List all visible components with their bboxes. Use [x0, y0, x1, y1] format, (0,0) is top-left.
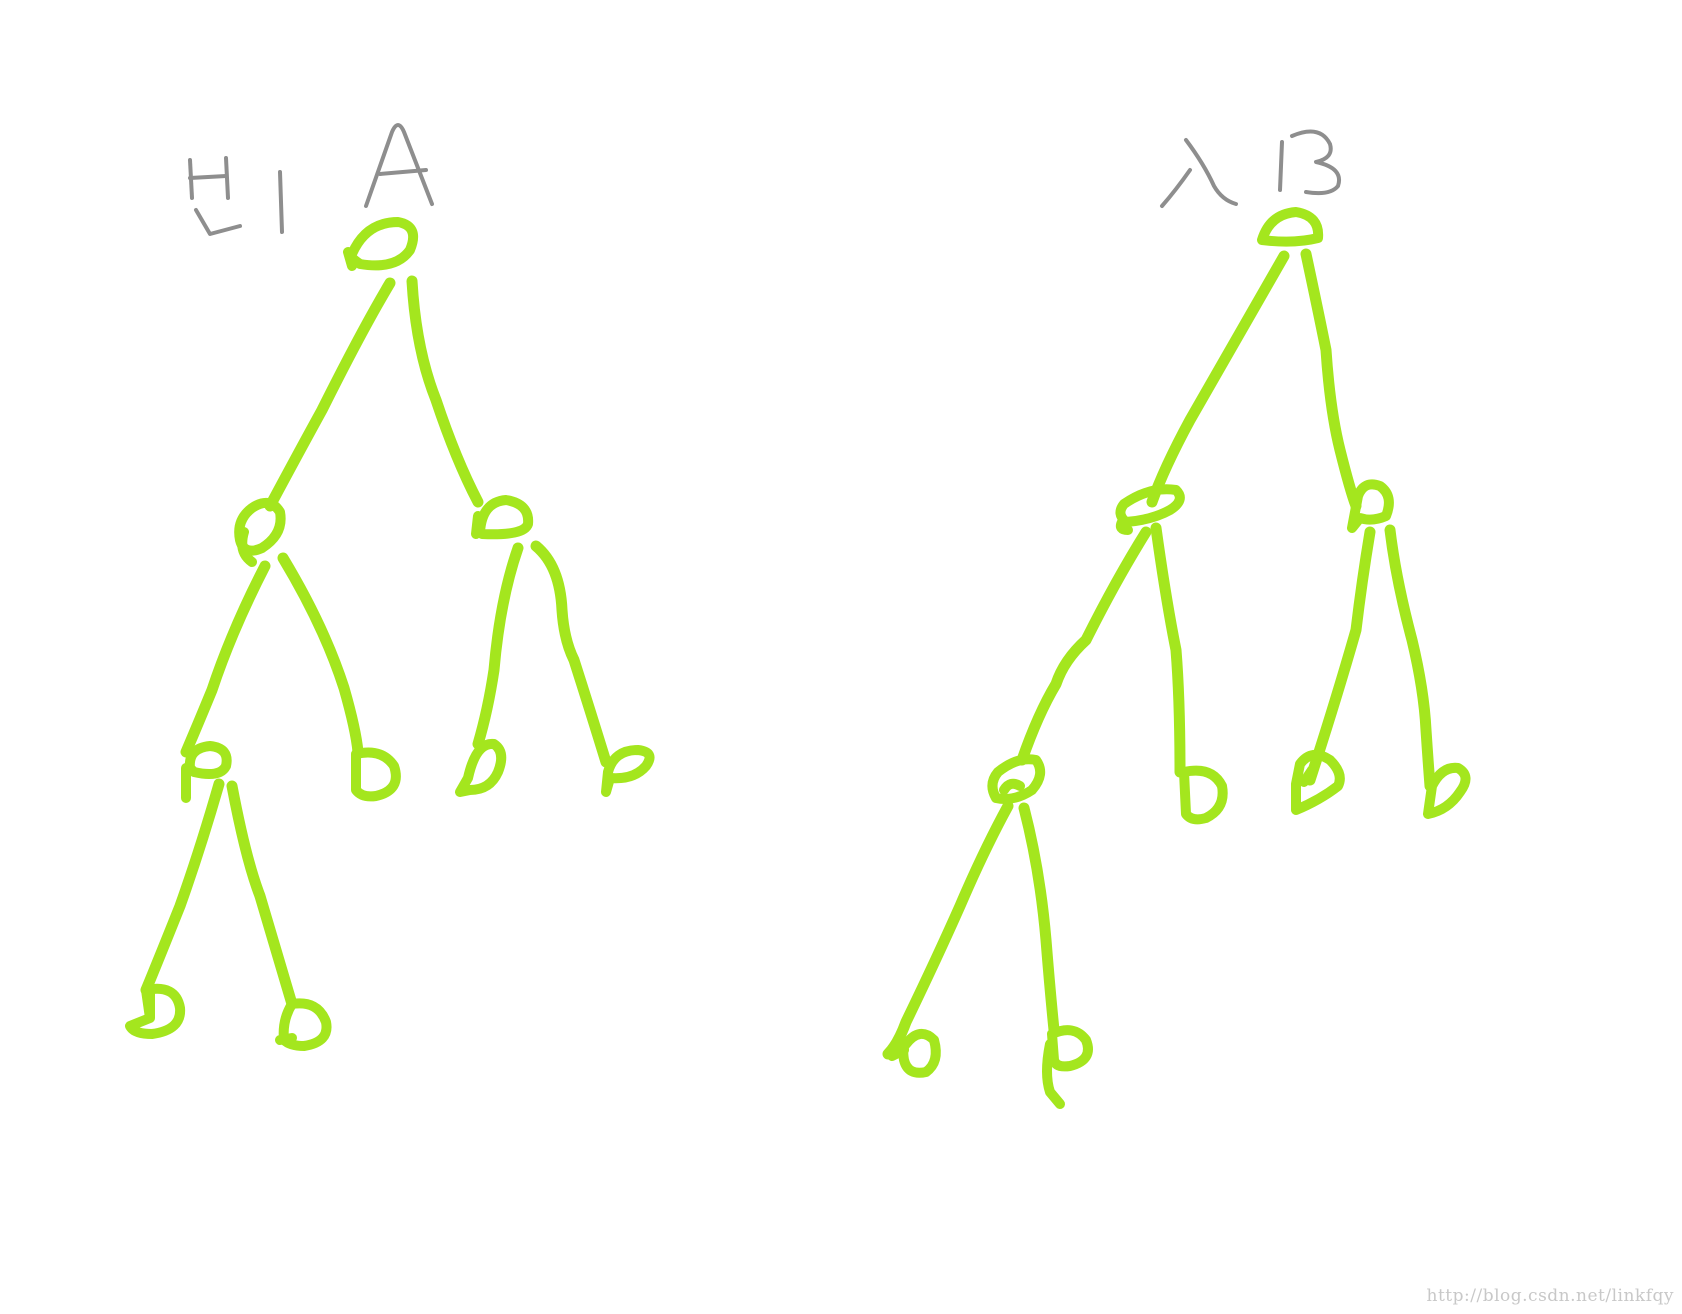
tree-b-edge-r-rl: [1304, 526, 1376, 786]
tree-a-node-r: [471, 495, 534, 540]
tree-b-node-root: [1257, 207, 1324, 247]
tree-a-edge-r-rl: [472, 542, 524, 750]
tree-b-node-r: [1347, 479, 1394, 533]
tree-a-node-l: [234, 497, 286, 567]
tree-b-node-l: [1115, 484, 1185, 535]
tree-a-node-root: [343, 217, 418, 271]
tree-a-glyph-label: [188, 156, 284, 236]
tree-a-node-llr: [275, 998, 332, 1051]
tree-a-edge-l-ll: [180, 560, 271, 758]
tree-b-edge-l-lr: [1150, 522, 1186, 778]
tree-b-node-rr: [1423, 762, 1471, 819]
tree-b-edge-ll-lll: [882, 800, 1014, 1060]
tree-b-edge-ll-llr: [1018, 802, 1060, 1036]
tree-b-edge-l-ll: [1016, 526, 1152, 766]
tree-b-glyph-label: [1160, 138, 1238, 208]
tree-a-node-lr: [351, 747, 401, 802]
tree-a-edge-r-rr: [530, 540, 612, 768]
tree-b: [882, 129, 1471, 1109]
watermark-url: http://blog.csdn.net/linkfqy: [1426, 1286, 1674, 1306]
tree-b-edge-root-right: [1300, 248, 1362, 512]
tree-a-edge-root-right: [406, 275, 484, 508]
tree-a-node-rl: [455, 738, 507, 797]
tree-a-edge-ll-lll: [140, 778, 225, 996]
tree-b-node-ll: [987, 754, 1046, 804]
tree-a-node-lll: [125, 983, 186, 1039]
tree-a-edge-root-left: [264, 277, 396, 512]
tree-a-edge-l-lr: [277, 552, 364, 758]
tree-a-letter-label: [364, 123, 434, 208]
tree-a-node-ll: [181, 741, 232, 803]
tree-b-node-rl: [1291, 749, 1345, 815]
tree-b-node-lll: [887, 1029, 941, 1078]
tree-b-edge-root-left: [1146, 250, 1290, 508]
tree-b-letter-label: [1278, 129, 1341, 196]
tree-b-edge-r-rr: [1384, 524, 1436, 792]
tree-a-node-rr: [601, 745, 655, 797]
tree-b-node-lr: [1179, 765, 1228, 825]
tree-a-edge-ll-llr: [226, 780, 298, 1010]
tree-b-node-llr: [1042, 1025, 1093, 1109]
tree-a: [125, 123, 655, 1051]
